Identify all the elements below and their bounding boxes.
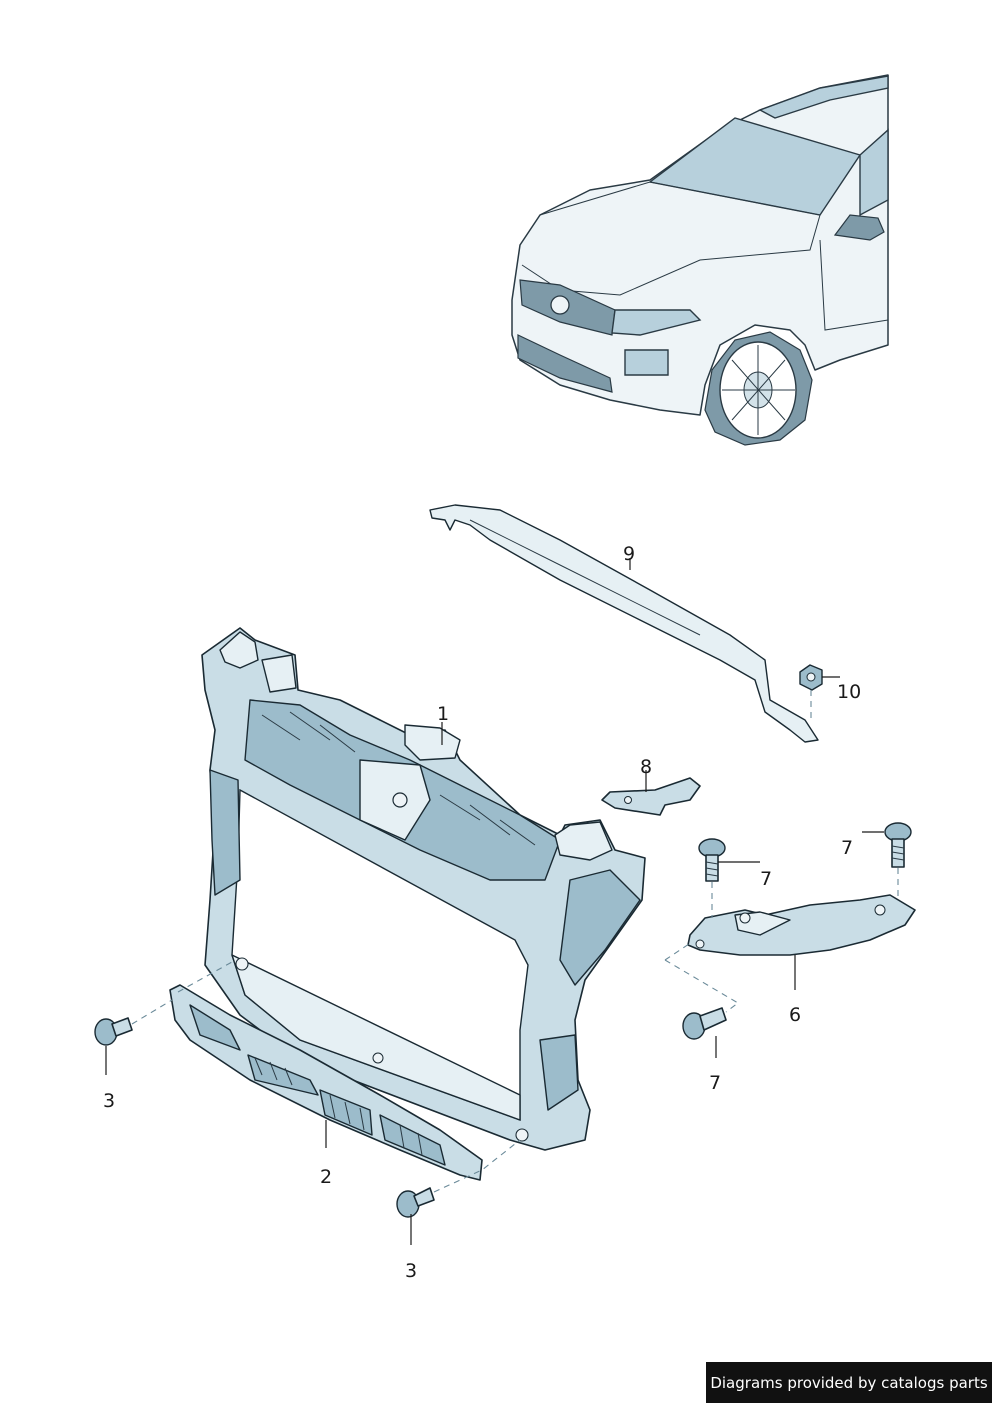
vehicle-illustration <box>511 74 889 446</box>
callout-6: 6 <box>789 1004 801 1026</box>
callout-10: 10 <box>837 681 861 703</box>
callout-3-left: 3 <box>103 1090 115 1112</box>
callout-7-lower: 7 <box>709 1072 721 1094</box>
part-1-front-carrier <box>201 627 646 1151</box>
part-8-bracket <box>601 777 701 816</box>
part-3-bolt-bottom <box>396 1187 435 1218</box>
part-9-cross-member <box>429 504 819 743</box>
callout-2: 2 <box>320 1166 332 1188</box>
callout-7-upper-right: 7 <box>841 837 853 859</box>
part-6-support-bracket <box>687 894 916 956</box>
part-7-bolt-upper-right <box>884 822 912 868</box>
part-7-bolt-lower <box>682 1007 727 1040</box>
callout-3-bottom: 3 <box>405 1260 417 1282</box>
part-2-lower-deflector <box>169 984 483 1181</box>
part-7-bolt-upper-left <box>698 838 726 882</box>
part-10-nut <box>799 664 823 691</box>
callout-9: 9 <box>623 543 635 565</box>
callout-8: 8 <box>640 756 652 778</box>
credit-banner: Diagrams provided by catalogs parts <box>706 1362 992 1403</box>
callout-1: 1 <box>437 703 449 725</box>
part-3-bolt-left <box>94 1017 133 1046</box>
callout-7-upper-left: 7 <box>760 868 772 890</box>
